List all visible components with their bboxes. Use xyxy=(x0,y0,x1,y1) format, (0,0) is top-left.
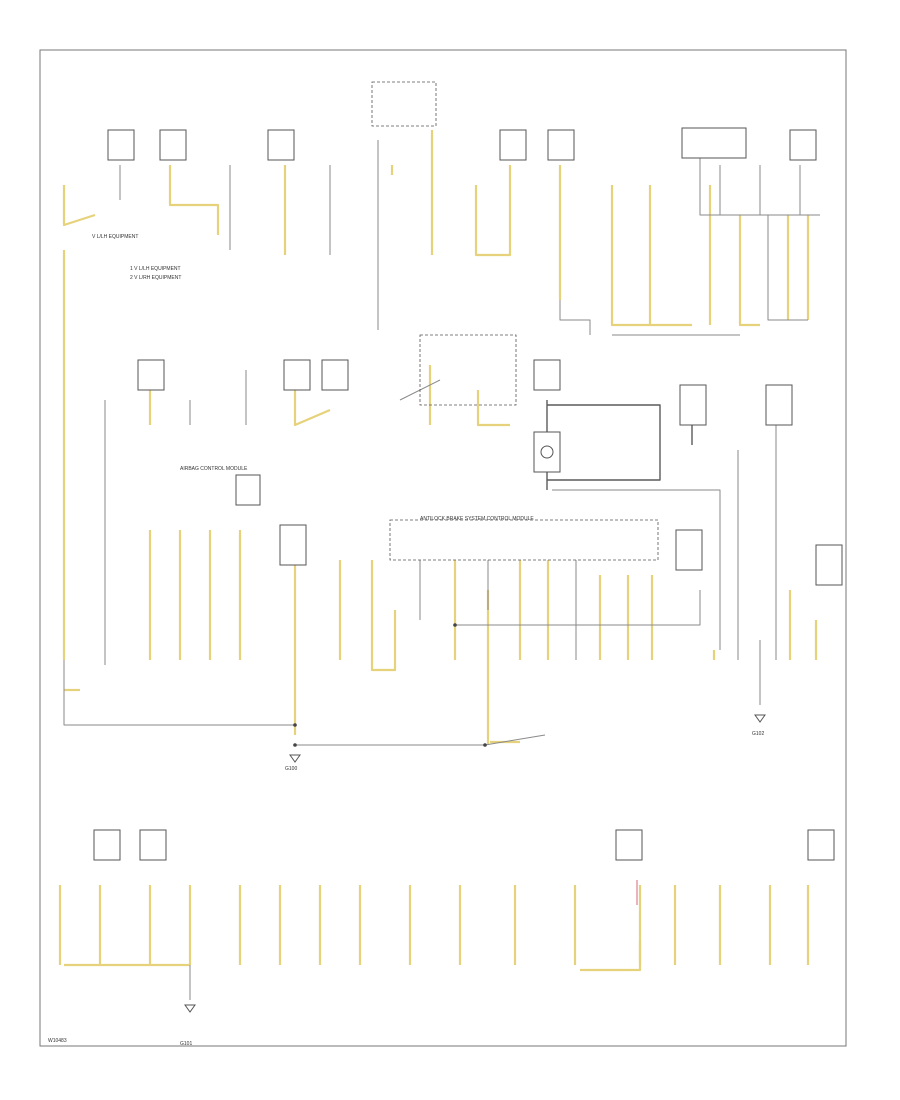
component-box xyxy=(615,829,643,861)
component-box xyxy=(107,129,135,161)
component-box xyxy=(681,127,747,159)
footer-code: W10483 xyxy=(48,1038,67,1044)
component-box xyxy=(267,129,295,161)
splice-dot xyxy=(453,623,457,627)
component-box xyxy=(533,431,561,473)
splice-dot xyxy=(293,723,297,727)
component-box xyxy=(279,524,307,566)
component-box xyxy=(139,829,167,861)
component-box xyxy=(547,129,575,161)
components xyxy=(93,81,843,1013)
component-box xyxy=(235,474,261,506)
component-dashed-box xyxy=(419,334,517,406)
ground-label-3: G102 xyxy=(752,731,764,737)
component-circle xyxy=(540,445,554,459)
airbag-module-label: AIRBAG CONTROL MODULE xyxy=(180,466,248,472)
ground-label-2: G101 xyxy=(180,1041,192,1047)
wire-yellow xyxy=(370,560,397,672)
ground-symbol xyxy=(754,714,766,723)
gray-wires xyxy=(63,140,820,1000)
component-box xyxy=(499,129,527,161)
wire-yellow xyxy=(474,165,512,257)
abs-module-label: ANTILOCK BRAKE SYSTEM CONTROL MODULE xyxy=(420,516,534,522)
component-box xyxy=(321,359,349,391)
wire-yellow xyxy=(476,390,510,427)
wire-gray xyxy=(559,300,591,335)
legend-line-2: 2 V L/RH EQUIPMENT xyxy=(130,275,181,281)
component-box xyxy=(765,384,793,426)
component-box xyxy=(675,529,703,571)
component-box xyxy=(789,129,817,161)
wire-gray xyxy=(699,150,820,216)
splice-dot xyxy=(293,743,297,747)
component-box xyxy=(159,129,187,161)
component-box xyxy=(93,829,121,861)
legend-line-1: 1 V L/LH EQUIPMENT xyxy=(130,266,181,272)
splice-dot xyxy=(483,743,487,747)
wire-dark xyxy=(547,404,661,481)
component-box xyxy=(137,359,165,391)
component-box xyxy=(533,359,561,391)
wire-yellow xyxy=(293,390,331,427)
component-box xyxy=(807,829,835,861)
component-box xyxy=(679,384,707,426)
yellow-wires xyxy=(58,130,818,972)
wire-gray xyxy=(484,734,546,746)
ground-symbol xyxy=(289,754,301,763)
component-dashed-box xyxy=(371,81,437,127)
wire-gray xyxy=(455,590,701,626)
ground-label-1: G100 xyxy=(285,766,297,772)
component-dashed-box xyxy=(389,519,659,561)
diagram-frame xyxy=(39,49,847,1047)
wire-gray xyxy=(767,215,808,321)
wire-gray xyxy=(552,489,721,650)
wire-gray xyxy=(63,660,295,726)
ground-symbol xyxy=(184,1004,196,1013)
component-box xyxy=(283,359,311,391)
label-vl-equipment: V L/LH EQUIPMENT xyxy=(92,234,138,240)
wire-yellow xyxy=(580,940,642,972)
wire-yellow xyxy=(168,165,220,235)
component-box xyxy=(815,544,843,586)
wire-yellow xyxy=(738,215,760,327)
wire-yellow xyxy=(610,185,692,327)
dark-wires xyxy=(546,400,693,490)
wire-yellow xyxy=(62,185,96,227)
